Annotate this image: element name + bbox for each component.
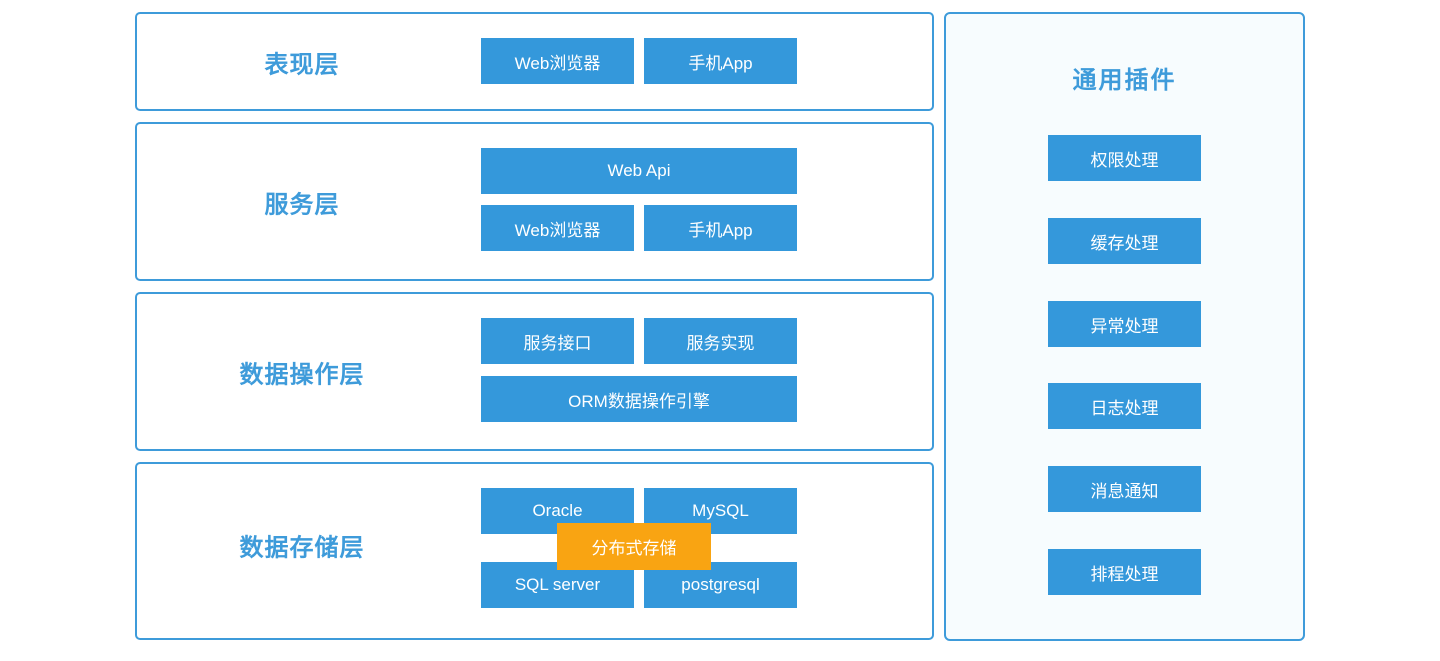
node-mobile-app: 手机App — [644, 205, 797, 251]
node-postgresql: postgresql — [644, 562, 797, 608]
node-schedule-handling: 排程处理 — [1048, 549, 1201, 595]
node-web-browser: Web浏览器 — [481, 38, 634, 84]
node-service-implementation: 服务实现 — [644, 318, 797, 364]
node-exception-handling: 异常处理 — [1048, 301, 1201, 347]
node-sql-server: SQL server — [481, 562, 634, 608]
node-web-browser: Web浏览器 — [481, 205, 634, 251]
node-log-handling: 日志处理 — [1048, 383, 1201, 429]
plugins-panel: 通用插件 权限处理 缓存处理 异常处理 日志处理 消息通知 排程处理 — [944, 12, 1305, 641]
node-cache-handling: 缓存处理 — [1048, 218, 1201, 264]
node-service-interface: 服务接口 — [481, 318, 634, 364]
layer-data-operation-label: 数据操作层 — [239, 361, 365, 388]
node-distributed-storage: 分布式存储 — [557, 523, 711, 570]
layer-service: 服务层 Web Api Web浏览器 手机App — [135, 122, 934, 281]
plugins-panel-title: 通用插件 — [1072, 67, 1177, 94]
layer-data-storage: 数据存储层 Oracle MySQL SQL server postgresql… — [135, 462, 934, 640]
layer-service-label: 服务层 — [264, 191, 340, 218]
node-message-notification: 消息通知 — [1048, 466, 1201, 512]
layer-presentation: 表现层 Web浏览器 手机App — [135, 12, 934, 111]
node-orm-engine: ORM数据操作引擎 — [481, 376, 797, 422]
node-web-api: Web Api — [481, 148, 797, 194]
layer-data-storage-label: 数据存储层 — [239, 534, 365, 562]
node-mobile-app: 手机App — [644, 38, 797, 84]
node-permission-handling: 权限处理 — [1048, 135, 1201, 181]
layer-presentation-label: 表现层 — [264, 51, 340, 78]
layer-data-operation: 数据操作层 服务接口 服务实现 ORM数据操作引擎 — [135, 292, 934, 451]
